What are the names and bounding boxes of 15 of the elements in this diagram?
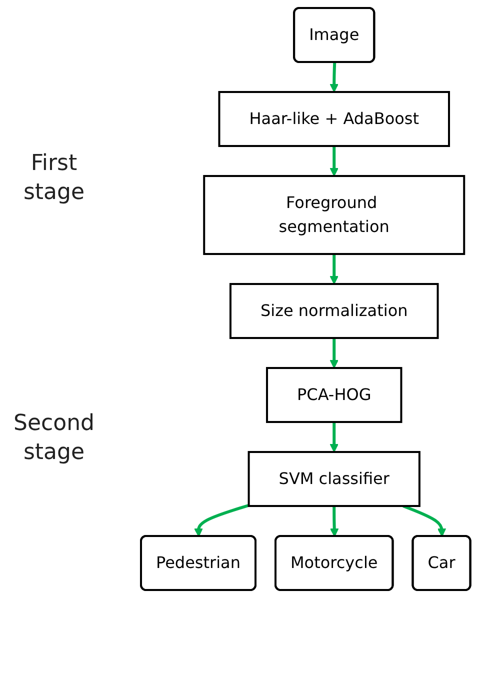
arrow bbox=[330, 506, 340, 537]
node-box: SVM classifier bbox=[248, 451, 421, 507]
arrow bbox=[402, 504, 446, 537]
arrow bbox=[330, 254, 339, 284]
arrow bbox=[194, 504, 250, 537]
arrow bbox=[330, 146, 339, 176]
node-box: Haar-like + AdaBoost bbox=[218, 91, 450, 147]
node-box: Foreground segmentation bbox=[203, 175, 466, 255]
node-box: Size normalization bbox=[230, 283, 440, 339]
node-box: PCA-HOG bbox=[266, 367, 403, 423]
arrow bbox=[330, 338, 339, 368]
stage-label: First stage bbox=[22, 150, 86, 207]
stage-label: Second stage bbox=[12, 410, 96, 467]
arrow bbox=[330, 422, 339, 452]
arrow bbox=[330, 62, 339, 92]
